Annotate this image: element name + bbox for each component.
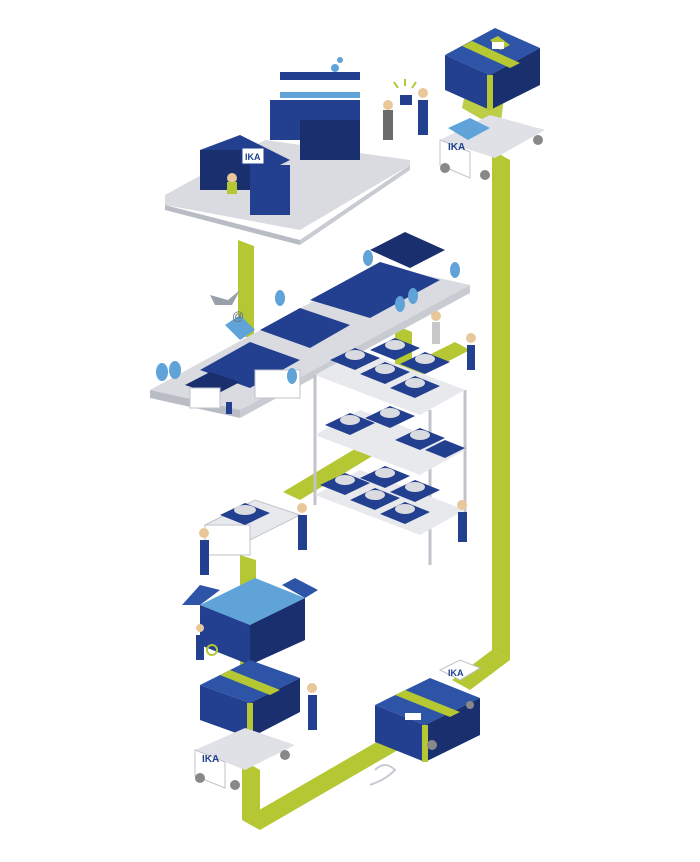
trees: [156, 250, 460, 384]
stirrer-units: [320, 338, 465, 524]
customer-handover: [383, 79, 428, 140]
bird-email-icon: @: [210, 290, 244, 323]
warehouse-shelves: [313, 350, 467, 565]
monitor-logo: IKA: [245, 152, 261, 162]
top-truck-logo: IKA: [448, 142, 465, 153]
lower-box-logo: IKA: [448, 668, 464, 678]
spark-icon: [393, 79, 417, 89]
factory-buildings: [185, 232, 445, 409]
swirl-mark: [369, 764, 397, 786]
email-symbol: @: [232, 309, 244, 323]
lower-transport-box: IKA: [375, 659, 482, 762]
factory-workers: [226, 311, 476, 414]
warehouse-worker: [457, 500, 467, 542]
packaged-box: [200, 660, 317, 738]
open-box: [182, 578, 318, 665]
top-transport-box: [445, 28, 540, 110]
bottom-truck-logo: IKA: [202, 754, 219, 765]
office-shelf-unit: [270, 57, 360, 160]
top-truck: IKA: [439, 115, 545, 180]
assembly-bench: [199, 499, 307, 575]
office-desk: IKA: [200, 135, 290, 215]
bottom-left-truck: IKA: [194, 728, 295, 790]
